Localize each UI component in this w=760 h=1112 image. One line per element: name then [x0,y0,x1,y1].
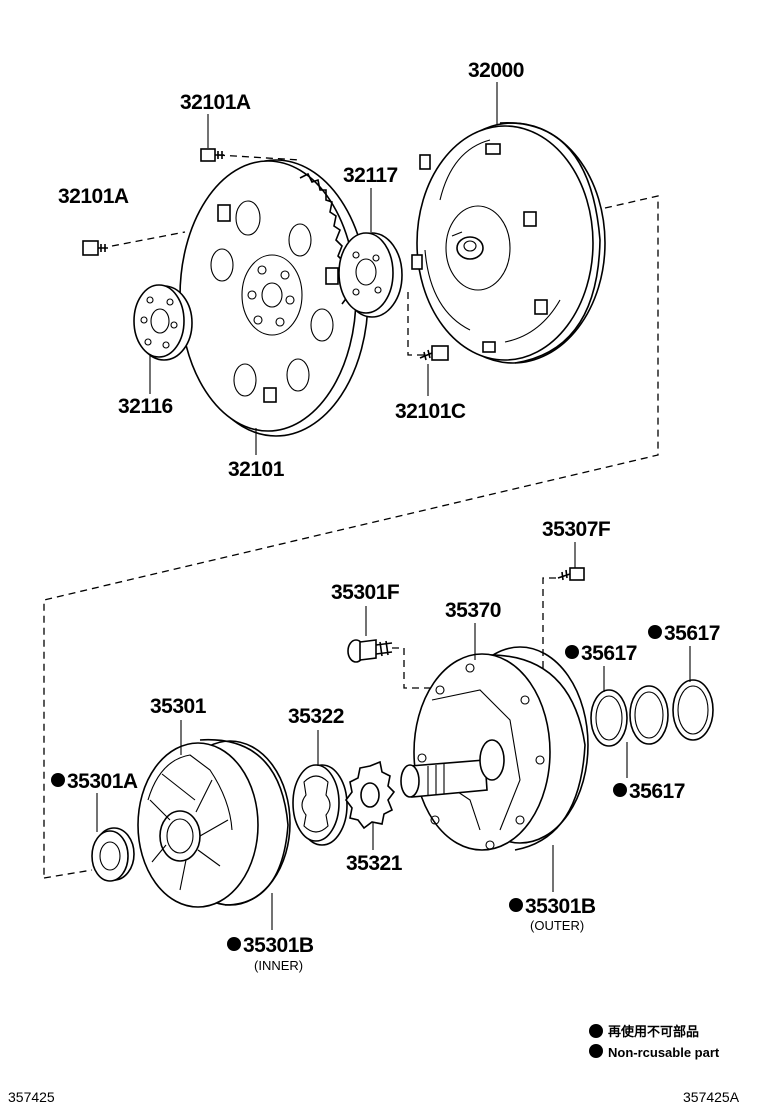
spacer-32116 [133,284,193,361]
non-reusable-marker [613,783,627,797]
leader-lines-lower [96,542,691,930]
label-35301B-outer: 35301B [525,895,596,918]
non-reusable-marker [51,773,65,787]
bolt-35301F [347,639,393,663]
label-32101: 32101 [228,458,285,481]
bolt-32101A-top [200,148,224,162]
label-32000: 32000 [468,59,524,82]
label-35301F: 35301F [331,581,400,604]
part-labels: 32000 32101A 32101A 32117 32116 32101C 3… [51,59,720,973]
legend-bullet [589,1024,603,1038]
bolt-32101C [419,345,449,361]
label-35617-c: 35617 [629,780,685,803]
label-32101C: 32101C [395,400,466,423]
spacer-32117 [338,232,403,318]
oil-pump-body-35370 [400,646,589,851]
pump-cover-35301 [137,738,291,908]
label-outer: (OUTER) [530,918,584,933]
non-reusable-marker [648,625,662,639]
drive-gear-35321 [345,760,396,830]
label-35321: 35321 [346,852,403,875]
legend-english: Non-rcusable part [608,1045,720,1060]
dashed-lines-lower [43,577,556,879]
bolt-32101A-left [82,240,108,256]
label-32101A-top: 32101A [180,91,251,114]
illustration-code-right: 357425A [683,1089,740,1105]
non-reusable-marker [565,645,579,659]
non-reusable-marker [509,898,523,912]
seal-ring-35617-c [672,679,714,741]
label-35301: 35301 [150,695,207,718]
leader-lines-upper [149,82,498,455]
legend: 再使用不可部品 Non-rcusable part [589,1024,720,1060]
label-35301B-inner: 35301B [243,934,314,957]
label-32101A-left: 32101A [58,185,129,208]
label-35617-a: 35617 [664,622,720,645]
torque-converter-32000 [411,122,606,364]
oil-seal-35301A [91,827,135,882]
label-35322: 35322 [288,705,344,728]
label-32116: 32116 [118,395,173,418]
seal-ring-35617-a [590,689,628,747]
label-inner: (INNER) [254,958,303,973]
driven-gear-35322 [292,764,348,846]
illustration-code-left: 357425 [8,1089,55,1105]
non-reusable-marker [227,937,241,951]
legend-japanese: 再使用不可部品 [608,1024,699,1039]
seal-ring-35617-b [629,685,669,745]
bolt-35307F [557,567,585,581]
label-35617-b: 35617 [581,642,637,665]
legend-bullet [589,1044,603,1058]
dashed-lines-upper [43,154,659,878]
label-35301A: 35301A [67,770,138,793]
label-32117: 32117 [343,164,398,187]
label-35307F: 35307F [542,518,611,541]
label-35370: 35370 [445,599,501,622]
drive-plate-32101 [179,159,369,437]
